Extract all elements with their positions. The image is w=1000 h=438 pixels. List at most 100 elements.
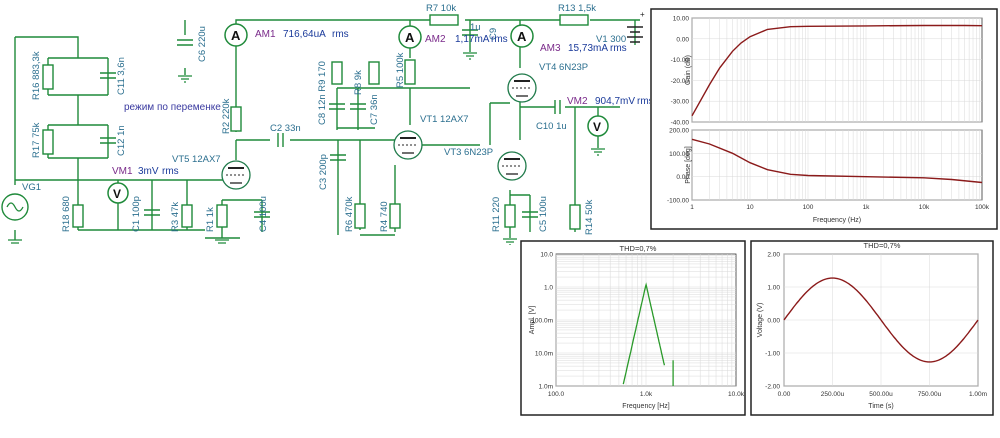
label-r18: R18 680 — [61, 196, 72, 232]
label-r17: R17 75k — [31, 122, 42, 158]
resistor-r4 — [389, 203, 401, 229]
meter-readouts: AM1 716,64uA rms AM2 1,17mA rms AM3 15,7… — [112, 29, 650, 177]
meter-reading-am3: 15,73mA — [568, 43, 608, 54]
tube-vt5 — [221, 160, 251, 190]
voltmeter-vm2: V — [587, 115, 609, 137]
capacitor-c12 — [100, 137, 116, 144]
spectrum-x-tick: 100.0 — [548, 391, 565, 398]
meter-name-vm2: VM2 — [567, 96, 588, 107]
capacitor-c8 — [329, 103, 345, 110]
waveform-x-tick: 0.00 — [778, 391, 791, 398]
resistor-r11 — [504, 204, 516, 228]
meter-unit-vm2: rms — [637, 96, 650, 107]
bode-x-tick: 100 — [803, 204, 814, 211]
gain-y-tick: -10.00 — [671, 57, 690, 64]
label-c3: C3 200p — [318, 154, 329, 190]
ground-symbols — [8, 52, 605, 245]
spectrum-y-label: Ampl. [V] — [529, 306, 536, 334]
spectrum-grid — [555, 254, 736, 387]
label-r7: R7 10k — [426, 3, 456, 14]
resistor-r3 — [181, 204, 193, 228]
waveform-y-ticks: 2.001.000.00-1.00-2.00 — [765, 252, 780, 391]
label-c7: C7 36n — [369, 94, 380, 125]
resistor-r6 — [354, 203, 366, 229]
svg-text:A: A — [231, 28, 241, 43]
label-c4: C4 100u — [258, 196, 269, 232]
label-r5: R5 100k — [395, 52, 406, 88]
label-r14: R14 50k — [584, 199, 595, 235]
amplifier-schematic: + A A A V V — [1, 3, 650, 245]
phase-y-tick: -100.00 — [667, 198, 689, 205]
resistor-r9 — [368, 61, 380, 85]
resistors — [42, 14, 589, 230]
label-c9: C9 — [488, 28, 499, 40]
svg-text:A: A — [517, 29, 527, 44]
meter-name-am2: AM2 — [425, 34, 446, 45]
label-vt1: VT1 12AX7 — [420, 114, 469, 125]
waveform-y-tick: 2.00 — [767, 252, 780, 259]
spectrum-y-tick: 100.0m — [531, 318, 553, 325]
voltmeter-vm1: V — [107, 182, 129, 204]
gain-y-tick: -20.00 — [671, 78, 690, 85]
tube-vt4 — [507, 73, 537, 103]
waveform-x-tick: 750.00u — [918, 391, 942, 398]
capacitor-c9 — [462, 29, 478, 36]
ammeter-am3: A — [510, 24, 534, 48]
meter-name-vm1: VM1 — [112, 166, 133, 177]
label-r6: R6 470k — [344, 196, 355, 232]
phase-plot-area — [691, 129, 983, 201]
bode-x-tick: 100k — [975, 204, 990, 211]
capacitor-c3 — [330, 154, 346, 161]
spectrum-y-tick: 1.0 — [544, 285, 553, 292]
component-labels: R16 883,3k C11 3,6n R17 75k C12 1n VG1 R… — [22, 3, 626, 235]
capacitor-c7 — [350, 103, 366, 110]
ground-icon — [8, 239, 22, 244]
gain-y-ticks: 10.000.00-10.00-20.00-30.00-40.00 — [671, 16, 690, 127]
meter-name-am3: AM3 — [540, 43, 561, 54]
bode-x-label: Frequency (Hz) — [813, 217, 861, 224]
phase-trace — [691, 138, 983, 184]
label-r13: R13 1,5k — [558, 3, 596, 14]
waveform-trace — [783, 277, 979, 363]
spectrum-x-tick: 10.0k — [728, 391, 745, 398]
signal-generator-vg1 — [1, 193, 29, 221]
tube-vt1 — [393, 130, 423, 160]
waveform-x-tick: 1.00m — [969, 391, 987, 398]
spectrum-x-label: Frequency [Hz] — [622, 403, 670, 410]
bode-x-tick: 10k — [919, 204, 930, 211]
meters: A A A V V — [107, 23, 609, 204]
label-c2: C2 33n — [270, 123, 301, 134]
resistor-r16 — [42, 64, 54, 90]
spectrum-title: THD=0,7% — [620, 244, 657, 253]
label-v1: V1 300 — [596, 34, 626, 45]
bode-x-tick: 1 — [690, 204, 694, 211]
label-c1: C1 100p — [131, 196, 142, 232]
capacitors — [100, 29, 561, 218]
phase-y-label: Phase [deg] — [685, 146, 692, 183]
resistor-r5 — [404, 59, 416, 85]
label-r2: R2 220k — [221, 98, 232, 134]
vacuum-tubes — [221, 73, 537, 190]
meter-name-am1: AM1 — [255, 29, 276, 40]
mode-note: режим по переменке — [124, 102, 221, 113]
phase-y-tick: 100.00 — [669, 151, 689, 158]
gain-plot-area — [691, 17, 983, 123]
waveform-title: THD=0,7% — [864, 241, 901, 250]
capacitor-c11 — [100, 72, 116, 79]
ground-icon — [503, 238, 517, 245]
capacitor-c1 — [144, 209, 160, 216]
ground-icon — [215, 239, 229, 244]
spectrum-x-tick: 1.0k — [640, 391, 653, 398]
waveform-y-tick: 0.00 — [767, 318, 780, 325]
resistor-r8 — [331, 61, 343, 85]
ammeter-am2: A — [398, 25, 422, 49]
resistor-r2 — [230, 106, 242, 132]
spectrum-y-tick: 1.0m — [539, 384, 553, 391]
waveform-y-tick: -2.00 — [765, 384, 780, 391]
spectrum-x-ticks: 100.0 1.0k 10.0k — [548, 391, 745, 398]
meter-unit-am2: rms — [491, 34, 508, 45]
